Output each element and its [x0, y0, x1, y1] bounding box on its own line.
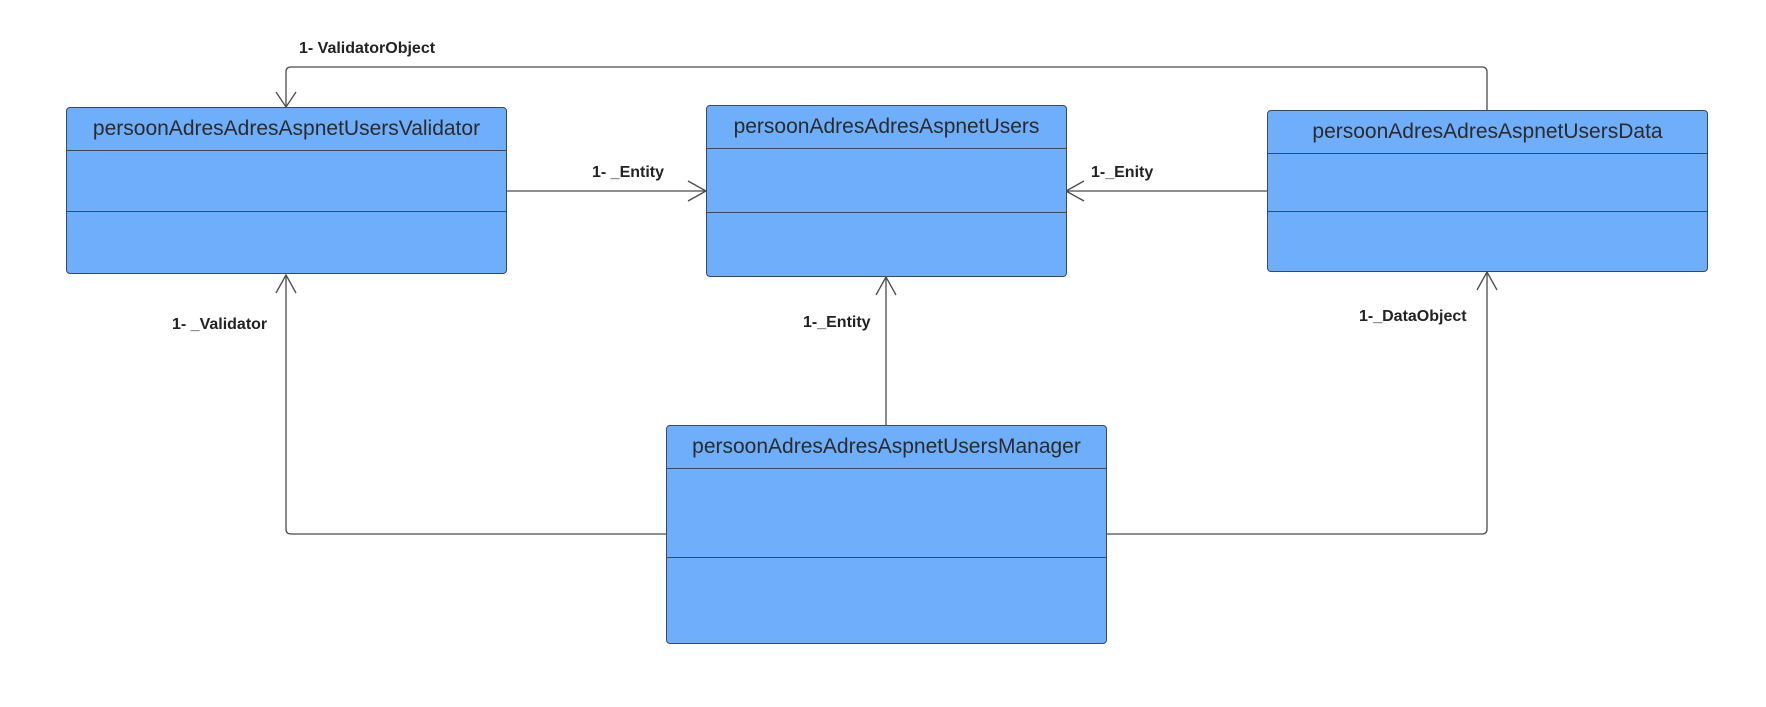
operations-compartment	[667, 558, 1106, 643]
operations-compartment	[1268, 212, 1707, 271]
attributes-compartment	[1268, 154, 1707, 212]
class-box-validator[interactable]: persoonAdresAdresAspnetUsersValidator	[66, 107, 507, 274]
label-data-to-users: 1-_Enity	[1091, 164, 1154, 181]
attributes-compartment	[667, 469, 1106, 558]
class-box-manager[interactable]: persoonAdresAdresAspnetUsersManager	[666, 425, 1107, 644]
label-data-to-validator: 1- ValidatorObject	[299, 40, 436, 57]
label-validator-to-users: 1- _Entity	[592, 164, 665, 181]
label-manager-to-users: 1-_Entity	[803, 314, 871, 331]
class-name-validator: persoonAdresAdresAspnetUsersValidator	[67, 108, 506, 151]
connector-data-to-validator	[285, 66, 1488, 110]
label-manager-to-validator: 1- _Validator	[172, 316, 268, 333]
attributes-compartment	[67, 151, 506, 212]
connector-manager-to-data	[1107, 272, 1488, 535]
class-name-manager: persoonAdresAdresAspnetUsersManager	[667, 426, 1106, 469]
arrowhead-validator-bottom	[275, 273, 297, 294]
class-name-data: persoonAdresAdresAspnetUsersData	[1268, 111, 1707, 154]
label-manager-to-data: 1-_DataObject	[1359, 308, 1467, 325]
operations-compartment	[707, 213, 1066, 276]
operations-compartment	[67, 212, 506, 273]
arrowhead-data-bottom	[1476, 270, 1498, 291]
connector-manager-to-validator	[285, 275, 666, 535]
attributes-compartment	[707, 149, 1066, 213]
class-name-users: persoonAdresAdresAspnetUsers	[707, 106, 1066, 149]
class-box-data[interactable]: persoonAdresAdresAspnetUsersData	[1267, 110, 1708, 272]
class-box-users[interactable]: persoonAdresAdresAspnetUsers	[706, 105, 1067, 277]
arrowhead-users-bottom	[875, 275, 897, 296]
